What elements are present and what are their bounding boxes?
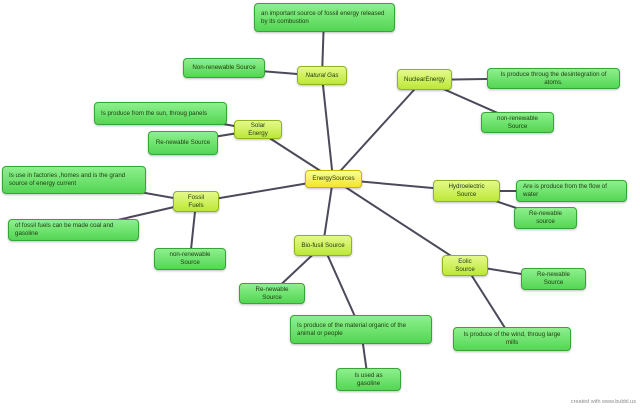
leaf-hydro-description[interactable]: Are is produce from the flow of water [516, 180, 627, 202]
leaf-text: Is produce throug the desintegration of … [500, 70, 607, 86]
topic-label: NuclearEnergy [404, 75, 445, 83]
topic-label: Fossil Fuels [187, 193, 205, 209]
leaf-text: an important source of fossil energy rel… [261, 9, 385, 25]
leaf-nuclear-type[interactable]: non-renewable Source [481, 112, 554, 133]
leaf-text: Re-newable Source [536, 271, 571, 286]
topic-eolic-source[interactable]: Eolic Source [442, 255, 488, 276]
topic-natural-gas[interactable]: Natural Gas [297, 66, 347, 85]
topic-nuclear-energy[interactable]: NuclearEnergy [397, 69, 452, 90]
link-eolic-desc [464, 264, 513, 340]
topic-label: Bio-fusil Source [301, 241, 345, 249]
link-center-eolic [332, 178, 466, 266]
leaf-text: non-renewable Source [497, 114, 538, 130]
leaf-solar-description[interactable]: Is produce from the sun, throug panels [94, 102, 227, 125]
leaf-fossil-use[interactable]: Is use in factories ,homes and is the gr… [2, 166, 146, 194]
leaf-text: Is use in factories ,homes and is the gr… [9, 172, 126, 187]
topic-hydroelectric-source[interactable]: Hydroelectric Source [433, 180, 500, 202]
link-center-natural-gas [321, 75, 334, 180]
leaf-hydro-type[interactable]: Re-newable source [514, 207, 577, 229]
leaf-text: Re-newable Source [255, 285, 289, 301]
leaf-eolic-description[interactable]: Is produce of the wind, throug large mil… [453, 327, 571, 351]
leaf-text: Non-renewable Source [192, 64, 256, 72]
credit-text: created with www.bubbl.us [570, 399, 636, 405]
leaf-fossil-type[interactable]: non-renewable Source [154, 248, 226, 270]
leaf-solar-type[interactable]: Re-newable Source [148, 131, 218, 155]
leaf-text: Is produce of the material organic of th… [297, 321, 407, 337]
leaf-fossil-made[interactable]: of fossil fuels can be made coal and gas… [8, 219, 139, 241]
leaf-natural-gas-description[interactable]: an important source of fossil energy rel… [254, 3, 395, 32]
topic-solar-energy[interactable]: Solar Energy [234, 120, 282, 139]
link-center-biofusil [322, 178, 334, 246]
topic-fossil-fuels[interactable]: Fossil Fuels [173, 191, 219, 212]
leaf-nuclear-description[interactable]: Is produce throug the desintegration of … [487, 68, 620, 89]
link-center-nuclear [332, 79, 424, 180]
leaf-natural-gas-type[interactable]: Non-renewable Source [183, 58, 265, 78]
leaf-text: Re-newable Source [155, 139, 211, 147]
leaf-eolic-type[interactable]: Re-newable Source [521, 268, 586, 290]
leaf-text: Is produce of the wind, throug large mil… [463, 331, 561, 346]
topic-label: Natural Gas [305, 71, 339, 79]
topic-label: Eolic Source [455, 257, 475, 273]
center-node-energy-sources[interactable]: EnergySources [305, 170, 362, 188]
leaf-text: Are is produce from the flow of water [523, 183, 607, 198]
topic-label: Solar Energy [248, 121, 268, 137]
leaf-bio-type[interactable]: Re-newable Source [239, 283, 305, 304]
topic-bio-fusil-source[interactable]: Bio-fusil Source [294, 235, 352, 256]
leaf-text: Is used as gasoline [354, 371, 383, 387]
center-label: EnergySources [312, 175, 355, 183]
leaf-text: Re-newable source [528, 210, 563, 225]
leaf-text: of fossil fuels can be made coal and gas… [15, 222, 114, 237]
leaf-bio-use[interactable]: Is used as gasoline [336, 368, 401, 391]
topic-label: Hydroelectric Source [448, 183, 485, 198]
leaf-text: Is produce from the sun, throug panels [101, 109, 207, 117]
leaf-bio-description[interactable]: Is produce of the material organic of th… [290, 315, 432, 344]
leaf-text: non-renewable Source [169, 251, 211, 266]
